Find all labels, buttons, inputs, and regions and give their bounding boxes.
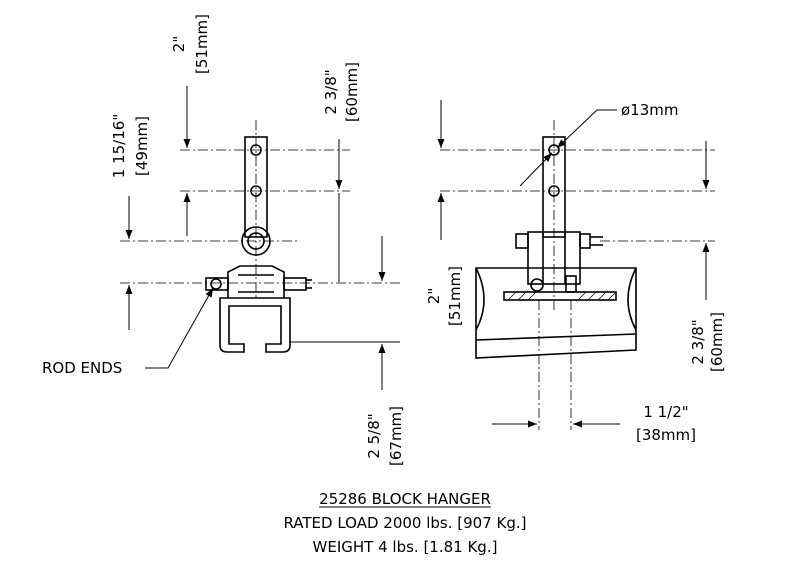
yoke-body <box>227 265 285 298</box>
clevis-body <box>527 231 581 285</box>
front-dim-label-height-mm: [60mm] <box>708 312 726 372</box>
dim-label-top-spacing-mm: [51mm] <box>193 14 211 74</box>
front-view-labels: ø13mm 2" [51mm] 2 3/8" [60mm] 1 1/2" [38… <box>425 101 726 444</box>
pivot-pin <box>247 232 265 250</box>
dim-label-pin-height: 2 3/8" <box>322 69 340 114</box>
block-right-break <box>627 267 637 331</box>
front-hanger-bar <box>542 136 566 238</box>
flange-hatch <box>507 291 617 301</box>
bar-hole-top <box>250 144 262 156</box>
front-view <box>437 100 715 430</box>
title-block: 25286 BLOCK HANGER RATED LOAD 2000 lbs. … <box>283 490 526 556</box>
dim-label-pin-height-mm: [60mm] <box>343 62 361 122</box>
block-left-break <box>475 267 485 331</box>
bar-hole-second <box>250 185 262 197</box>
lower-pin-right <box>565 275 577 293</box>
side-view <box>120 86 400 390</box>
rod-end-left <box>205 277 229 291</box>
trolley-block <box>475 267 637 359</box>
front-dim-label-spacing: 2" <box>425 288 443 304</box>
lower-pin-left <box>530 278 544 292</box>
front-dim-label-width: 1 1/2" <box>643 403 688 421</box>
side-view-labels: 2" [51mm] 1 15/16" [49mm] 2 3/8" [60mm] … <box>42 14 405 466</box>
part-name: 25286 BLOCK HANGER <box>319 490 491 508</box>
dim-label-total-height-mm: [67mm] <box>387 406 405 466</box>
front-dim-label-height: 2 3/8" <box>689 319 707 364</box>
hole-dia-arrow-a <box>519 152 553 187</box>
front-dim-label-spacing-mm: [51mm] <box>446 266 464 326</box>
rod-end-left-nut <box>210 278 222 290</box>
rod-end-right <box>283 277 307 291</box>
rod-ends-label: ROD ENDS <box>42 359 122 377</box>
dim-label-upper-offset-mm: [49mm] <box>133 116 151 176</box>
front-dim-label-width-mm: [38mm] <box>636 426 696 444</box>
rated-load: RATED LOAD 2000 lbs. [907 Kg.] <box>283 514 526 532</box>
c-track-profile <box>219 297 291 353</box>
weight: WEIGHT 4 lbs. [1.81 Kg.] <box>313 538 498 556</box>
bolt-nut-right <box>579 233 591 249</box>
front-bar-hole-second <box>548 185 560 197</box>
hanger-bar <box>244 136 268 238</box>
pivot-boss <box>241 226 271 256</box>
dim-label-total-height: 2 5/8" <box>365 413 383 458</box>
dim-label-top-spacing: 2" <box>170 36 188 52</box>
block-bottom-edge <box>475 333 637 341</box>
hole-dia-leader <box>556 109 617 149</box>
dim-label-upper-offset: 1 15/16" <box>110 114 128 178</box>
front-bar-hole-top <box>548 144 560 156</box>
hole-diameter-label: ø13mm <box>621 101 679 119</box>
rod-ends-leader <box>145 287 214 369</box>
bolt-head-left <box>515 233 529 249</box>
hatched-flange <box>503 291 617 301</box>
